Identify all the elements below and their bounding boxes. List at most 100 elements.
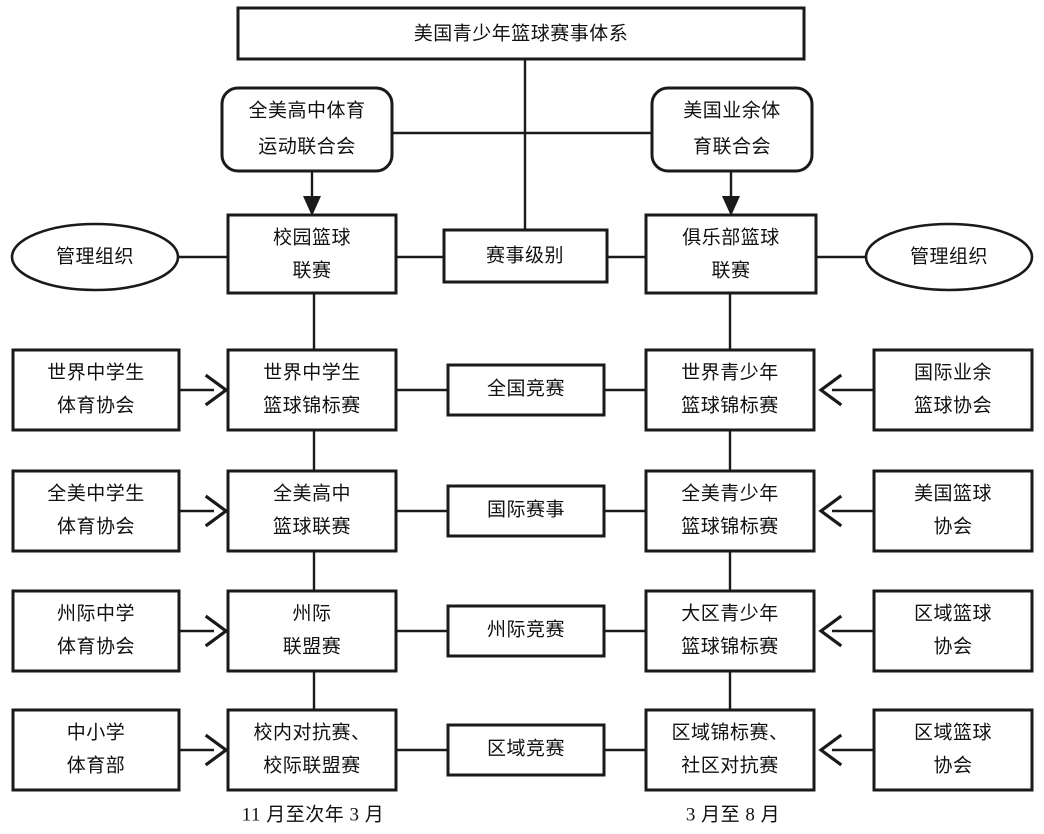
row2-level-label-rect — [446, 604, 606, 658]
row3-left-event-line2: 校际联盟赛 — [263, 754, 361, 776]
season-captions: 11 月至次年 3 月 3 月至 8 月 — [242, 803, 780, 825]
federation-left-line1: 全美高中体育 — [248, 99, 365, 121]
league-head-right-rect — [644, 213, 818, 295]
row0-right-event-rect — [644, 348, 816, 432]
row1-left-org-line2: 体育协会 — [57, 515, 135, 537]
row2-left-org-line2: 体育协会 — [57, 635, 135, 657]
governing-ellipse-right-label: 管理组织 — [910, 245, 988, 267]
row2-left-org-line1: 州际中学 — [57, 602, 135, 624]
row1-right-event-line2: 篮球锦标赛 — [681, 515, 779, 537]
row3-left-org-line1: 中小学 — [67, 721, 126, 743]
row3-right-org-rect — [872, 708, 1034, 792]
league-head-right: 俱乐部篮球 联赛 — [644, 213, 818, 295]
governing-ellipse-left: 管理组织 — [10, 222, 180, 292]
federation-right-line2: 育联合会 — [693, 135, 771, 157]
row2-left-event-line2: 联盟赛 — [283, 635, 342, 657]
row3-level-label-rect — [446, 723, 606, 777]
governing-ellipse-left-label: 管理组织 — [56, 245, 134, 267]
federation-right-line1: 美国业余体 — [683, 99, 781, 121]
arrow-left-icon-row1 — [818, 494, 843, 528]
federation-left: 全美高中体育 运动联合会 — [220, 86, 394, 173]
level-row-2: 州际中学 体育协会 州际 联盟赛 州际竞赛 大区青少年 篮球锦标赛 区域篮球 协… — [11, 589, 1034, 673]
row3-right-org-line2: 协会 — [933, 754, 972, 776]
title-box: 美国青少年篮球赛事体系 — [236, 6, 806, 61]
governing-ellipse-right: 管理组织 — [864, 222, 1034, 292]
governing-ellipse-right-shape — [864, 222, 1034, 292]
row0-right-org-line1: 国际业余 — [914, 361, 992, 383]
row1-right-org-line2: 协会 — [933, 515, 972, 537]
level-hub-label: 赛事级别 — [486, 244, 564, 266]
row2-left-org-rect — [11, 589, 181, 673]
row0-level-label: 全国竞赛 — [487, 377, 565, 399]
arrow-down-icon-left-fed — [303, 196, 321, 216]
governing-ellipse-left-shape — [10, 222, 180, 292]
row3-left-org-rect — [11, 708, 181, 792]
arrow-right-icon-row3 — [204, 733, 229, 767]
row3-left-org-line2: 体育部 — [67, 754, 126, 776]
row2-right-event-line1: 大区青少年 — [681, 602, 779, 624]
federation-left-rect — [220, 86, 394, 173]
row3-right-event-rect — [644, 708, 816, 792]
row1-level-label-rect — [446, 484, 606, 538]
row2-right-org-line1: 区域篮球 — [914, 602, 992, 624]
row2-right-org-line2: 协会 — [933, 635, 972, 657]
row1-right-org-line1: 美国篮球 — [914, 482, 992, 504]
row2-level-label: 州际竞赛 — [487, 618, 565, 640]
row0-right-org-line2: 篮球协会 — [914, 394, 992, 416]
arrow-down-icon-right-fed — [722, 196, 740, 216]
row0-right-org-rect — [872, 348, 1034, 432]
season-caption-right: 3 月至 8 月 — [686, 804, 780, 825]
league-head-left-line1: 校园篮球 — [273, 226, 351, 248]
row1-left-org-line1: 全美中学生 — [47, 482, 145, 504]
league-head-left-rect — [226, 213, 398, 295]
row1-level-label: 国际赛事 — [487, 498, 565, 520]
league-head-left: 校园篮球 联赛 — [226, 213, 398, 295]
row0-left-event-line2: 篮球锦标赛 — [263, 394, 361, 416]
level-row-3: 中小学 体育部 校内对抗赛、 校际联盟赛 区域竞赛 区域锦标赛、 社区对抗赛 区… — [11, 708, 1034, 792]
row2-right-event-rect — [644, 589, 816, 673]
row0-left-event-rect — [226, 348, 398, 432]
arrow-left-icon-row2 — [818, 614, 843, 648]
row2-right-org-rect — [872, 589, 1034, 673]
row2-right-event-line2: 篮球锦标赛 — [681, 635, 779, 657]
row3-right-org-line1: 区域篮球 — [914, 721, 992, 743]
connector-layer — [178, 59, 874, 752]
federation-right-rect — [650, 86, 814, 173]
level-row-1: 全美中学生 体育协会 全美高中 篮球联赛 国际赛事 全美青少年 篮球锦标赛 美国… — [11, 469, 1034, 553]
arrow-left-icon-row0 — [818, 373, 843, 407]
row1-right-org-rect — [872, 469, 1034, 553]
row0-left-org-line1: 世界中学生 — [47, 361, 145, 383]
row0-level-label-rect — [446, 363, 606, 417]
row2-left-event-rect — [226, 589, 398, 673]
row0-right-event-line1: 世界青少年 — [681, 361, 779, 383]
league-head-right-line1: 俱乐部篮球 — [682, 226, 780, 248]
row0-left-org-line2: 体育协会 — [57, 394, 135, 416]
row3-left-event-line1: 校内对抗赛、 — [253, 721, 370, 743]
level-row-0: 世界中学生 体育协会 世界中学生 篮球锦标赛 全国竞赛 世界青少年 篮球锦标赛 … — [11, 348, 1034, 432]
arrow-left-icon-row3 — [818, 733, 843, 767]
row1-right-event-line1: 全美青少年 — [681, 482, 779, 504]
level-hub-rect — [442, 228, 609, 284]
row3-right-event-line2: 社区对抗赛 — [681, 754, 779, 776]
level-hub: 赛事级别 — [442, 228, 609, 284]
row0-left-org-rect — [11, 348, 181, 432]
row1-left-event-line1: 全美高中 — [273, 482, 351, 504]
arrow-right-icon-row1 — [204, 494, 229, 528]
arrow-right-icon-row2 — [204, 614, 229, 648]
federation-left-line2: 运动联合会 — [258, 135, 356, 157]
title-box-rect — [236, 6, 806, 61]
row1-left-event-line2: 篮球联赛 — [273, 515, 351, 537]
federation-right: 美国业余体 育联合会 — [650, 86, 814, 173]
row0-right-event-line2: 篮球锦标赛 — [681, 394, 779, 416]
row0-left-event-line1: 世界中学生 — [263, 361, 361, 383]
league-head-right-line2: 联赛 — [711, 259, 750, 281]
title-box-label: 美国青少年篮球赛事体系 — [414, 22, 629, 44]
arrow-right-icon-row0 — [204, 373, 229, 407]
row1-left-org-rect — [11, 469, 181, 553]
row2-left-event-line1: 州际 — [292, 602, 331, 624]
league-head-left-line2: 联赛 — [292, 259, 331, 281]
row3-left-event-rect — [226, 708, 398, 792]
season-caption-left: 11 月至次年 3 月 — [242, 803, 385, 825]
